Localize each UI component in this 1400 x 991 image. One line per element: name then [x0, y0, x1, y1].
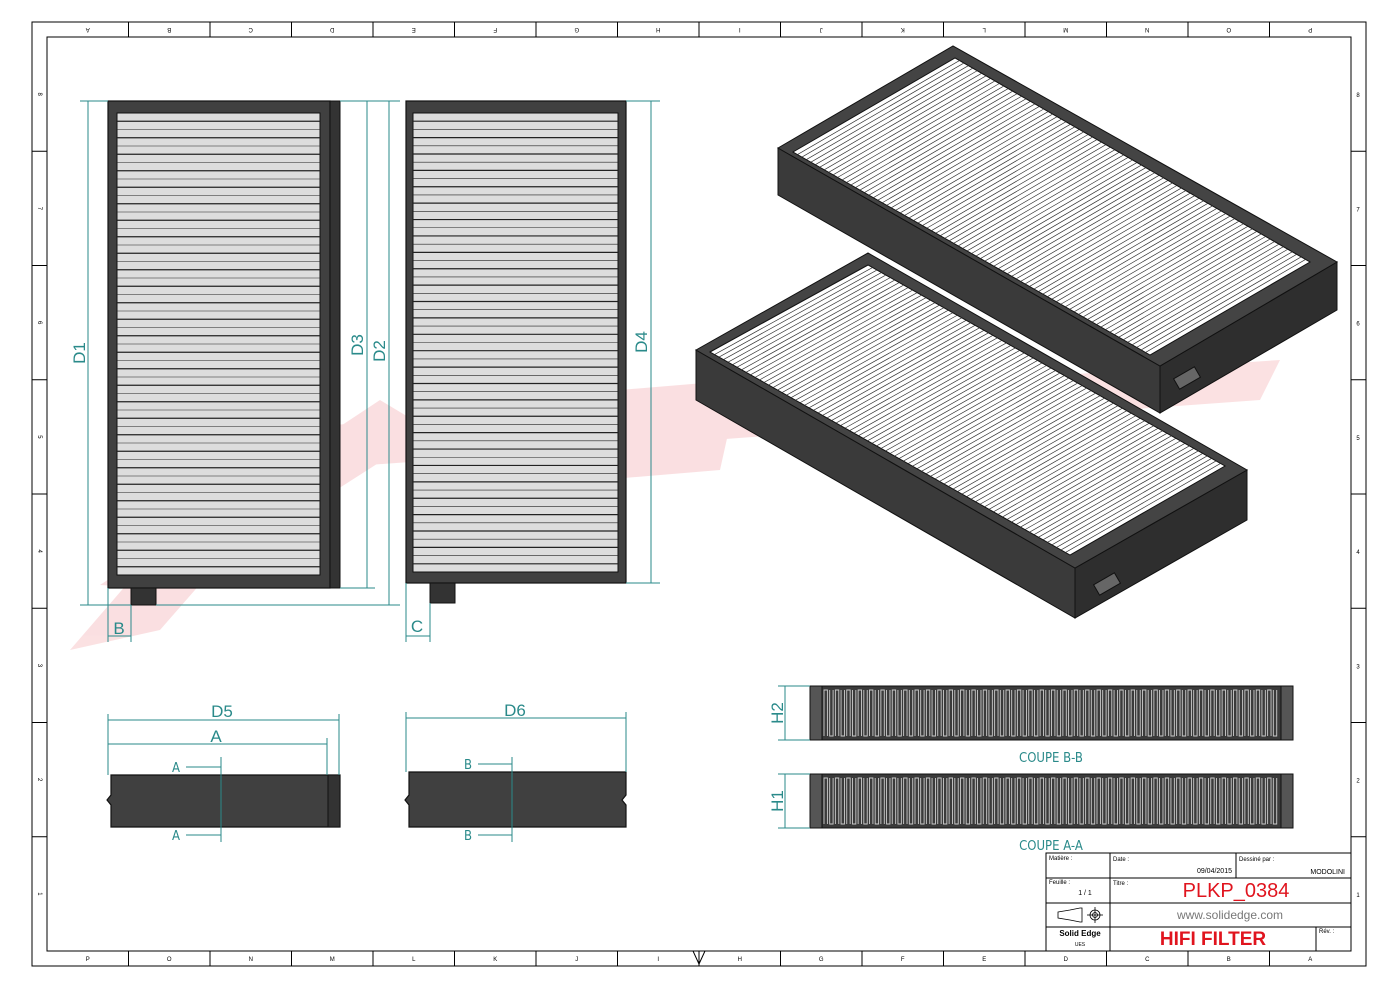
column-mark: A — [1308, 957, 1312, 963]
section-label-aa: COUPE A-A — [1019, 839, 1083, 854]
column-mark: G — [819, 957, 824, 963]
website-text: www.solidedge.com — [1176, 908, 1283, 922]
row-mark: 2 — [1356, 779, 1360, 785]
column-mark: N — [249, 957, 253, 963]
label-date: Date : — [1113, 857, 1129, 863]
column-mark: F — [901, 957, 905, 963]
gasket-strip — [329, 100, 341, 589]
column-mark: M — [330, 957, 335, 963]
row-mark: 7 — [1356, 207, 1360, 213]
front-view-right: D4 C — [405, 100, 660, 642]
isometric-view-upper — [776, 45, 1339, 414]
label-rev: Rév. : — [1319, 929, 1335, 935]
column-mark: G — [574, 26, 579, 32]
software-name: Solid Edge — [1059, 929, 1101, 938]
dessine-value: MODOLINI — [1310, 869, 1345, 876]
column-mark: J — [575, 957, 578, 963]
row-mark: 5 — [36, 435, 42, 439]
column-mark: L — [412, 957, 416, 963]
row-mark: 6 — [1356, 322, 1360, 328]
pleat-lines — [413, 120, 618, 565]
column-mark: H — [738, 957, 742, 963]
column-mark: O — [1226, 26, 1231, 32]
row-mark: 5 — [1356, 436, 1360, 442]
row-mark: 7 — [36, 207, 42, 211]
pleat-lines — [117, 120, 320, 568]
label-dessine: Dessiné par : — [1239, 857, 1275, 863]
row-mark: 1 — [1356, 893, 1360, 899]
section-mark-top: B — [464, 758, 472, 773]
column-mark: L — [982, 26, 986, 32]
column-mark: E — [982, 957, 986, 963]
row-mark: 8 — [36, 92, 42, 96]
column-mark: C — [1145, 957, 1150, 963]
dim-label-d1: D1 — [70, 342, 89, 364]
label-feuille: Feuille : — [1049, 880, 1070, 886]
dim-label-d4: D4 — [632, 331, 651, 353]
section-mark-top: A — [172, 761, 180, 776]
column-mark: O — [167, 957, 172, 963]
row-mark: 3 — [1356, 664, 1360, 670]
column-mark: C — [248, 26, 253, 32]
dim-label-d2: D2 — [370, 340, 389, 362]
dim-label-d5: D5 — [211, 702, 233, 721]
column-mark: F — [493, 26, 497, 32]
date-value: 09/04/2015 — [1197, 868, 1232, 875]
label-titre: Titre : — [1113, 881, 1128, 887]
row-mark: 4 — [1356, 550, 1360, 556]
row-mark: 6 — [36, 321, 42, 325]
column-mark: K — [493, 957, 497, 963]
section-b-b: H2 COUPE B-B — [768, 685, 1294, 766]
column-mark: A — [86, 26, 90, 32]
dim-label-h2: H2 — [768, 702, 787, 724]
column-mark: P — [1308, 26, 1312, 32]
column-mark: J — [820, 26, 823, 32]
column-mark: D — [1064, 957, 1069, 963]
column-mark: H — [656, 26, 660, 32]
filter-tab — [1172, 366, 1202, 390]
software-sub: UES — [1075, 942, 1086, 948]
center-mark — [692, 950, 706, 966]
column-mark: N — [1145, 26, 1149, 32]
row-mark: 8 — [1356, 93, 1360, 99]
title-block: Matière : Date : 09/04/2015 Dessiné par … — [1045, 852, 1352, 952]
dim-label-h1: H1 — [768, 790, 787, 812]
column-mark: K — [901, 26, 905, 32]
dim-label-b: B — [113, 619, 124, 638]
product-name: HIFI FILTER — [1160, 929, 1267, 950]
column-mark: E — [412, 26, 416, 32]
column-mark: I — [739, 26, 741, 32]
row-mark: 1 — [36, 892, 42, 896]
filter-tab — [429, 582, 456, 604]
column-mark: P — [86, 957, 90, 963]
drawing-title: PLKP_0384 — [1183, 880, 1290, 902]
section-mark-bottom: B — [464, 829, 472, 844]
border-zone-marks: P A O B N C M D L E K F J G I H H I G J F K E L D M C N B O A P 8 8 7 7 6 6 5 5… — [32, 22, 1366, 966]
dim-label-c: C — [411, 617, 423, 636]
filter-tab — [130, 587, 157, 606]
dim-label-d6: D6 — [504, 701, 526, 720]
column-mark: M — [1063, 26, 1068, 32]
column-mark: B — [167, 26, 171, 32]
bottom-view-right: D6 B B — [404, 701, 627, 844]
section-a-a: H1 COUPE A-A — [768, 773, 1294, 854]
section-mark-bottom: A — [172, 829, 180, 844]
isometric-view-lower — [694, 252, 1249, 619]
label-matiere: Matière : — [1049, 856, 1073, 862]
filter-tab — [1092, 572, 1122, 596]
row-mark: 4 — [36, 549, 42, 553]
column-mark: B — [1227, 957, 1231, 963]
row-mark: 2 — [36, 778, 42, 782]
front-view-left: D1 D3 D2 B — [70, 100, 400, 642]
feuille-value: 1 / 1 — [1078, 890, 1092, 897]
bottom-view-left: D5 A A A — [106, 702, 341, 844]
column-mark: I — [657, 957, 659, 963]
dim-label-a: A — [210, 727, 222, 746]
column-mark: D — [329, 26, 334, 32]
row-mark: 3 — [36, 664, 42, 668]
section-label-bb: COUPE B-B — [1019, 751, 1083, 766]
dim-label-d3: D3 — [348, 334, 367, 356]
projection-symbol-icon — [1057, 907, 1103, 923]
